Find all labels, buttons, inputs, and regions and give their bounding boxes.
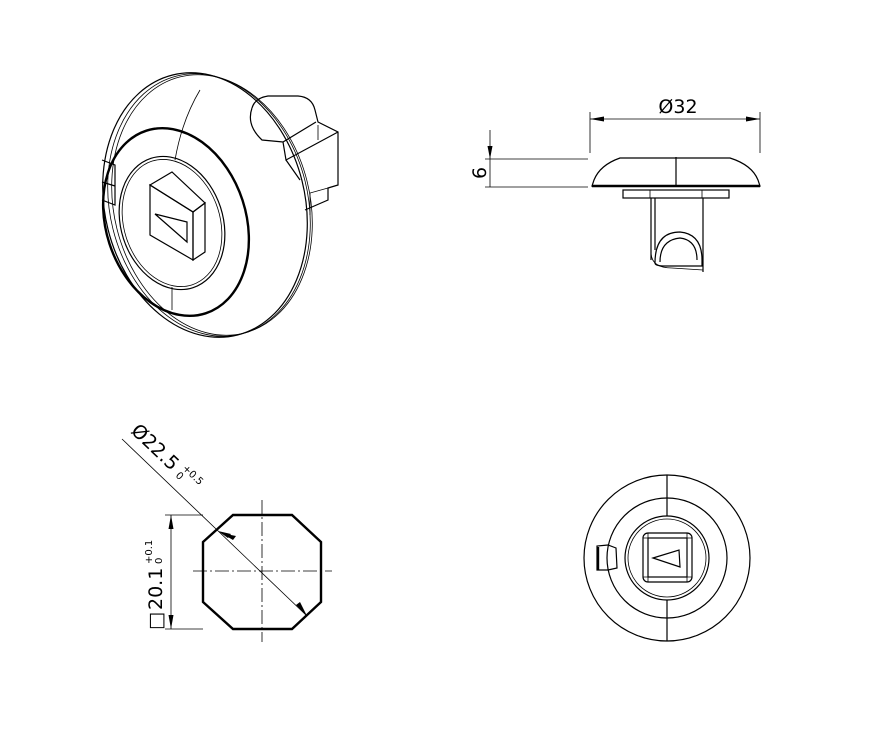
triangle-mark-icon bbox=[154, 213, 188, 244]
side-view: Ø32 6 bbox=[469, 96, 761, 272]
diameter-22-5-label: Ø22.5 bbox=[127, 420, 184, 475]
triangle-mark-icon bbox=[651, 549, 681, 568]
square-key bbox=[642, 532, 693, 583]
isometric-view bbox=[101, 72, 339, 338]
diameter-tol-lower: 0 bbox=[173, 470, 185, 482]
square-20-1-label: 20.1 bbox=[145, 568, 167, 610]
side-tab bbox=[596, 544, 618, 571]
octagon-profile bbox=[201, 513, 323, 631]
inner-ring bbox=[118, 155, 226, 291]
diameter-32-label: Ø32 bbox=[658, 96, 697, 118]
recess-edge bbox=[101, 126, 251, 318]
key-profile-view: Ø22.5 +0.5 0 □ 20.1 +0.1 0 bbox=[121, 420, 332, 642]
square-tol-lower: 0 bbox=[154, 558, 165, 564]
height-6-label: 6 bbox=[469, 167, 491, 179]
front-view bbox=[583, 474, 751, 642]
left-tab bbox=[101, 159, 116, 206]
back-clip bbox=[251, 95, 339, 211]
parting-line bbox=[171, 89, 201, 310]
square-symbol: □ bbox=[145, 612, 167, 630]
square-tol-upper: +0.1 bbox=[144, 540, 155, 564]
